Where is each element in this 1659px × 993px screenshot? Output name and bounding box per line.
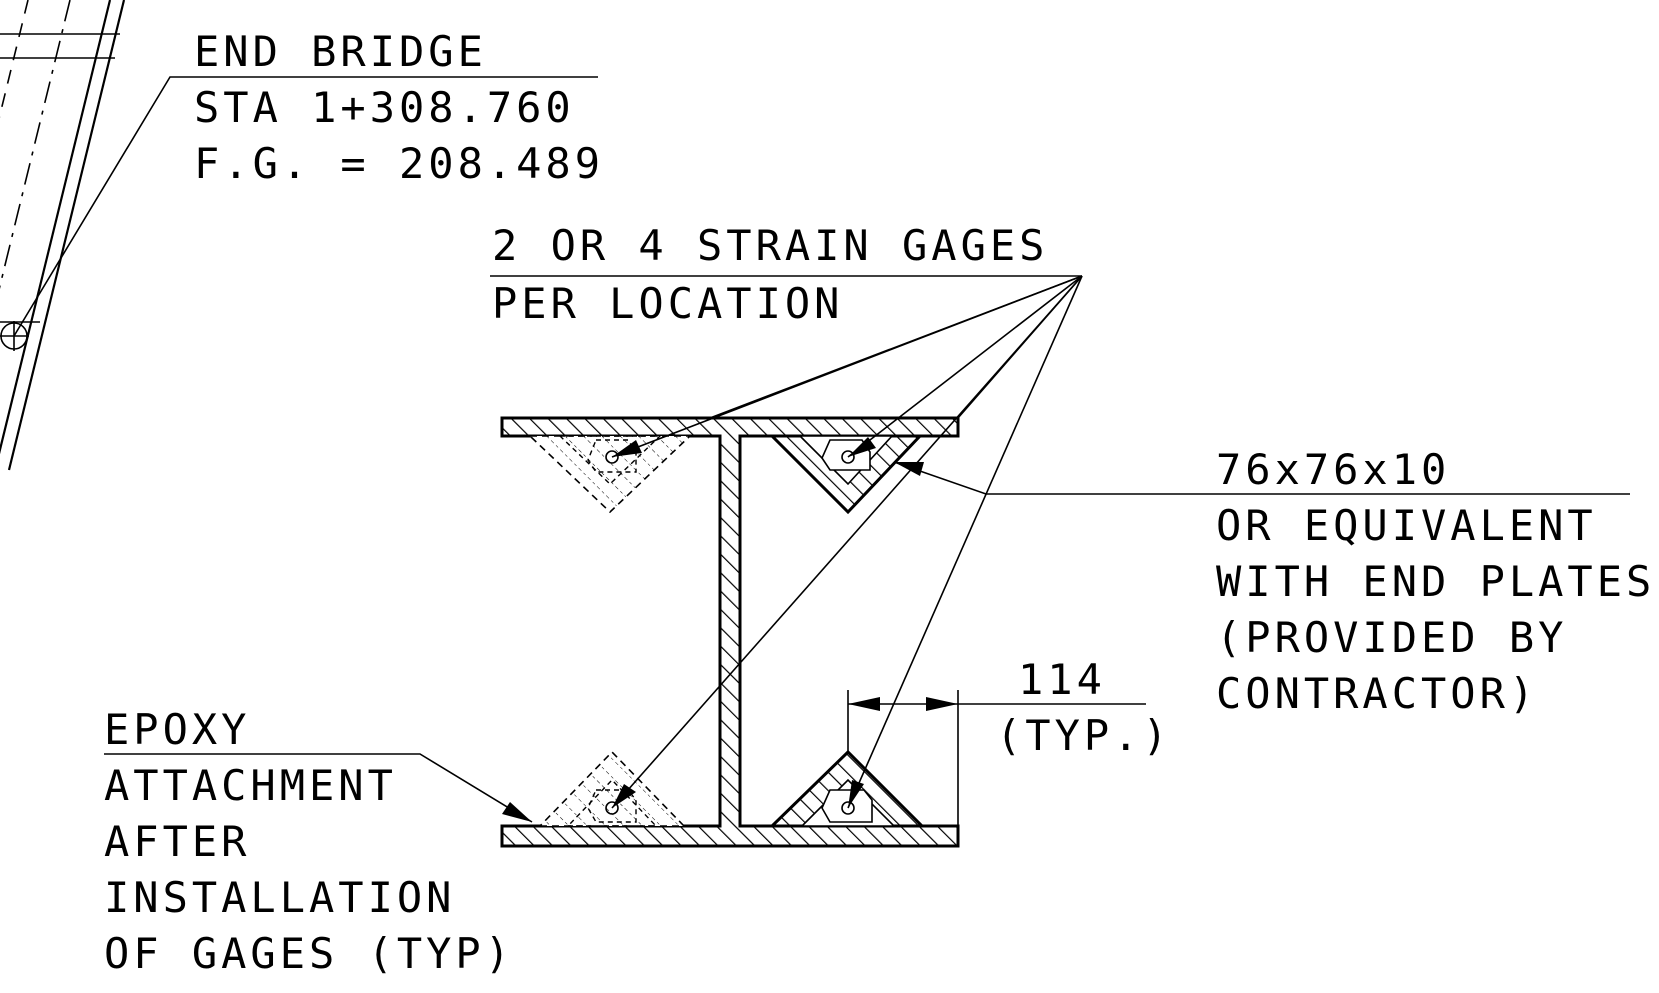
strain-gage-top-right-dot bbox=[841, 450, 855, 464]
end-bridge-note: END BRIDGE STA 1+308.760 F.G. = 208.489 bbox=[194, 27, 604, 188]
leader-top-flange bbox=[709, 275, 1083, 419]
angle-spec-line-3: WITH END PLATES bbox=[1216, 557, 1655, 606]
epoxy-line-2: ATTACHMENT bbox=[104, 761, 397, 810]
epoxy-note: EPOXY ATTACHMENT AFTER INSTALLATION OF G… bbox=[104, 705, 514, 978]
alternate-gage-top-left bbox=[587, 439, 637, 473]
dimension-114 bbox=[847, 690, 1146, 846]
alternate-gage-top-left-dot bbox=[605, 450, 619, 464]
plan-view-fragment bbox=[0, 0, 126, 471]
epoxy-line-3: AFTER bbox=[104, 817, 250, 866]
strain-gage-bottom-right bbox=[821, 789, 873, 823]
strain-gage-bottom-right-dot bbox=[841, 801, 855, 815]
arrowhead-top-right bbox=[848, 437, 876, 457]
angle-spec-size: 76x76x10 bbox=[1216, 445, 1450, 494]
end-bridge-leader bbox=[13, 76, 598, 337]
end-bridge-finished-grade: F.G. = 208.489 bbox=[194, 139, 604, 188]
epoxy-line-5: OF GAGES (TYP) bbox=[104, 929, 514, 978]
strain-gages-line-2: PER LOCATION bbox=[492, 279, 843, 328]
angle-spec-line-5: CONTRACTOR) bbox=[1216, 669, 1538, 718]
steel-i-girder bbox=[500, 416, 960, 848]
dimension-typ: (TYP.) bbox=[996, 711, 1172, 760]
dimension-arrow-left bbox=[848, 697, 880, 711]
leader-bottom-right bbox=[847, 275, 1083, 809]
arrowhead-bottom-left bbox=[612, 784, 636, 808]
dimension-value: 114 bbox=[1018, 655, 1106, 704]
angle-spec-arrowhead bbox=[894, 462, 924, 476]
strain-gages-note: 2 OR 4 STRAIN GAGES PER LOCATION bbox=[492, 221, 1048, 328]
angle-spec-line-2: OR EQUIVALENT bbox=[1216, 501, 1597, 550]
epoxy-leader bbox=[104, 753, 533, 823]
girder-cross-section bbox=[500, 416, 960, 848]
alternate-angle-top-left bbox=[527, 435, 693, 514]
leader-top-right bbox=[847, 275, 1083, 458]
girder-hidden-line bbox=[0, 0, 29, 118]
epoxy-arrowhead bbox=[502, 802, 532, 822]
strain-gage-leaders bbox=[490, 275, 1083, 809]
arrowhead-bottom-right bbox=[848, 780, 864, 808]
alternate-gage-bottom-left-dot bbox=[605, 801, 619, 815]
girder-line-2 bbox=[7, 0, 126, 471]
dimension-arrow-right bbox=[926, 697, 958, 711]
end-bridge-station: STA 1+308.760 bbox=[194, 83, 575, 132]
end-bridge-title: END BRIDGE bbox=[194, 27, 487, 76]
angle-spec-note: 76x76x10 OR EQUIVALENT WITH END PLATES (… bbox=[1216, 445, 1655, 718]
angle-spec-line-4: (PROVIDED BY bbox=[1216, 613, 1567, 662]
alternate-angle-bottom-left bbox=[538, 750, 686, 827]
girder-line-1 bbox=[0, 0, 112, 455]
dimension-note: 114 (TYP.) bbox=[996, 655, 1172, 760]
angle-spec-leader bbox=[893, 461, 1630, 495]
epoxy-line-4: INSTALLATION bbox=[104, 873, 455, 922]
girder-centerline bbox=[0, 0, 71, 289]
alternate-angle-top-left-inner bbox=[558, 435, 662, 485]
epoxy-line-1: EPOXY bbox=[104, 705, 250, 754]
leader-bottom-left bbox=[611, 275, 1083, 809]
strain-gages-line-1: 2 OR 4 STRAIN GAGES bbox=[492, 221, 1048, 270]
arrowhead-top-left bbox=[612, 440, 642, 457]
